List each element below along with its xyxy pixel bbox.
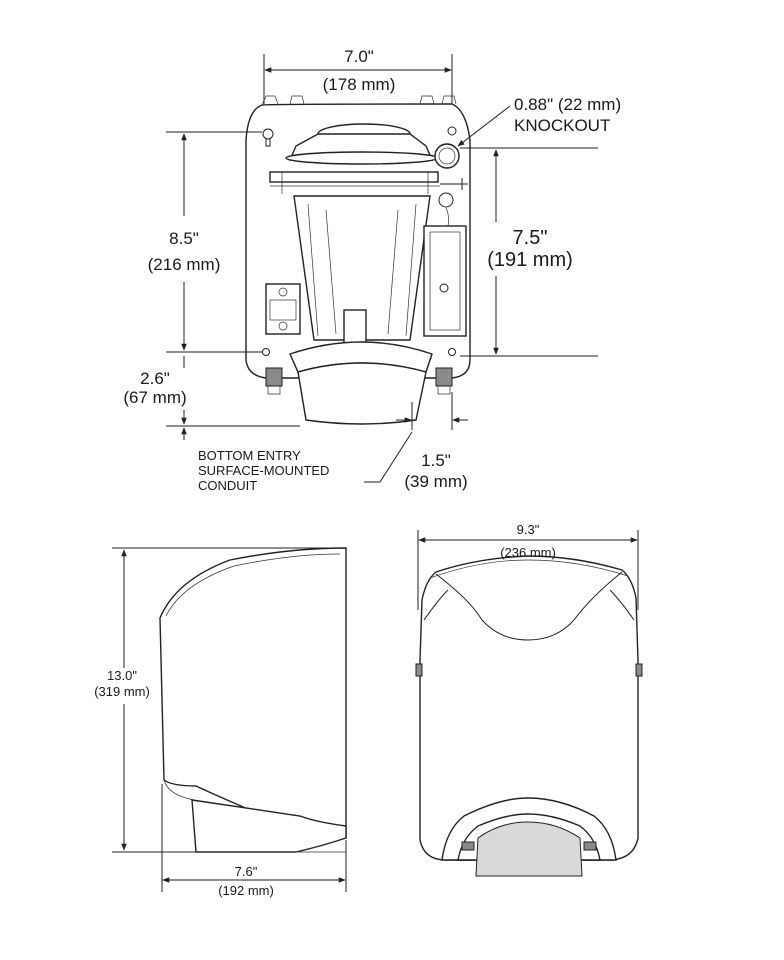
knockout-size: 0.88" (22 mm) bbox=[514, 95, 621, 114]
front-body-outline bbox=[419, 555, 639, 861]
backplate-tab-left-2 bbox=[289, 95, 305, 105]
knockout-circle bbox=[434, 143, 460, 169]
side-depth-mm: (192 mm) bbox=[218, 883, 274, 898]
knockout-label: KNOCKOUT bbox=[514, 116, 610, 135]
top-width-dimension: 7.0" (178 mm) bbox=[263, 47, 453, 104]
top-width-mm: (178 mm) bbox=[323, 75, 396, 94]
backplate-tab-right bbox=[419, 95, 435, 105]
side-body-outline bbox=[159, 547, 347, 839]
mount-bracket bbox=[269, 171, 439, 183]
side-depth-inches: 7.6" bbox=[235, 864, 258, 879]
knockout-callout: 0.88" (22 mm) KNOCKOUT bbox=[457, 95, 621, 147]
bottom-offset-dimension: 2.6" (67 mm) bbox=[123, 356, 300, 440]
right-height-dimension: 7.5" (191 mm) bbox=[460, 147, 598, 357]
duct-clip bbox=[343, 309, 367, 345]
front-view: 9.3" (236 mm) bbox=[415, 522, 643, 877]
front-nozzle bbox=[475, 821, 583, 877]
terminal-block bbox=[265, 283, 301, 335]
side-height-inches: 13.0" bbox=[107, 668, 137, 683]
front-button-right bbox=[635, 663, 643, 677]
side-height-mm: (319 mm) bbox=[94, 684, 150, 699]
top-width-inches: 7.0" bbox=[344, 47, 374, 66]
mount-hole-bottom-left bbox=[262, 348, 270, 356]
left-height-mm: (216 mm) bbox=[148, 255, 221, 274]
side-view: 13.0" (319 mm) 7.6" (192 mm) bbox=[94, 547, 347, 898]
backplate-tab-right-2 bbox=[441, 95, 457, 105]
back-plate-view bbox=[245, 95, 471, 425]
control-box bbox=[423, 225, 467, 337]
foot-right bbox=[435, 367, 453, 387]
front-width-mm: (236 mm) bbox=[500, 545, 556, 560]
front-button-left bbox=[415, 663, 423, 677]
conduit-line-1: BOTTOM ENTRY bbox=[198, 448, 301, 463]
right-height-mm: (191 mm) bbox=[487, 249, 573, 271]
bottom-offset-mm: (67 mm) bbox=[123, 388, 186, 407]
front-width-inches: 9.3" bbox=[517, 522, 540, 537]
foot-left bbox=[265, 367, 283, 387]
conduit-dimension: BOTTOM ENTRY SURFACE-MOUNTED CONDUIT 1.5… bbox=[198, 392, 468, 493]
left-height-dimension: 8.5" (216 mm) bbox=[148, 131, 262, 353]
mount-hole-right bbox=[447, 126, 457, 136]
side-nozzle bbox=[191, 799, 347, 853]
bottom-offset-inches: 2.6" bbox=[140, 369, 170, 388]
conduit-offset-mm: (39 mm) bbox=[404, 472, 467, 491]
left-height-inches: 8.5" bbox=[169, 229, 199, 248]
front-top-curve bbox=[435, 571, 623, 641]
right-height-inches: 7.5" bbox=[513, 227, 548, 249]
ground-screw bbox=[438, 192, 454, 208]
mount-hole-bottom-right bbox=[448, 348, 456, 356]
outlet-nozzle bbox=[297, 362, 427, 425]
keyhole-icon bbox=[262, 128, 274, 140]
conduit-offset-inches: 1.5" bbox=[421, 451, 451, 470]
conduit-line-2: SURFACE-MOUNTED bbox=[198, 463, 329, 478]
conduit-line-3: CONDUIT bbox=[198, 478, 257, 493]
